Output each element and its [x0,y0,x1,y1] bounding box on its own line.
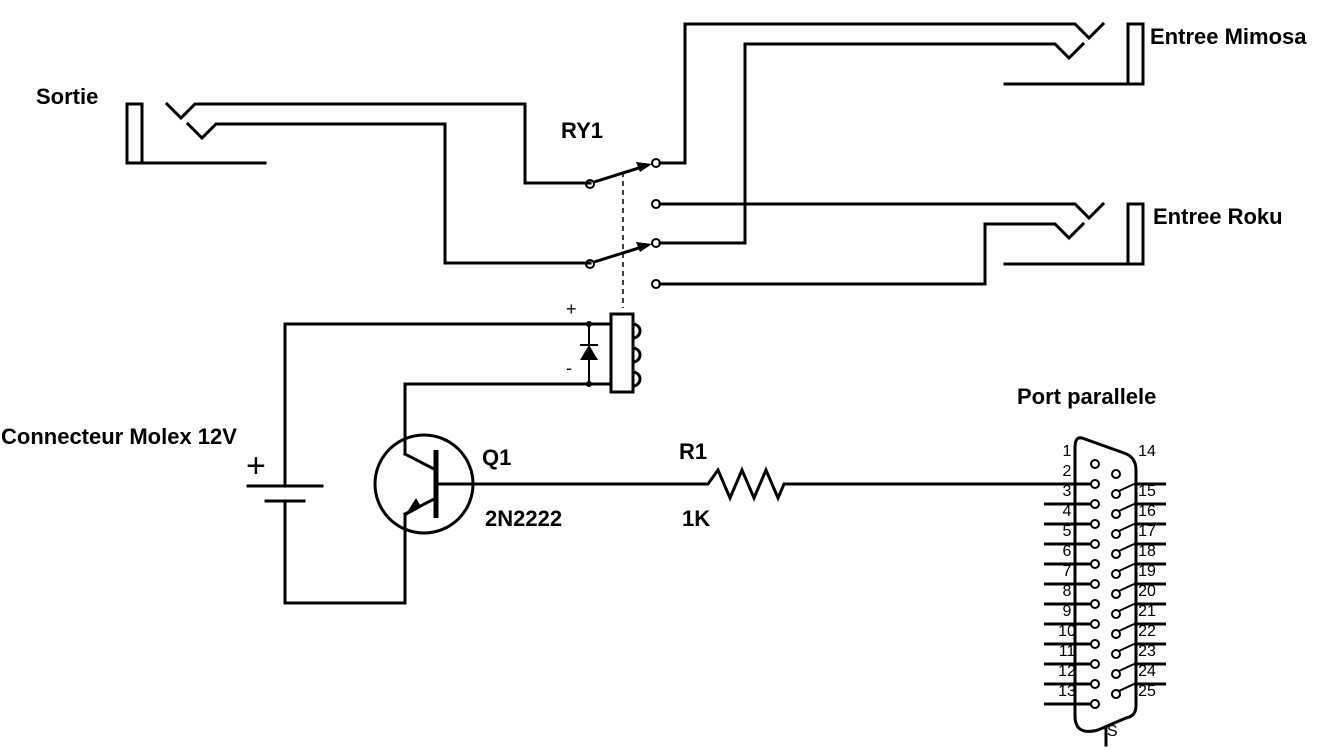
db25-pin-7: 7 [1044,563,1100,589]
db25-bottom-contact [1090,699,1100,709]
pin-number-label: 7 [1063,563,1072,580]
pin-number-label: 25 [1138,683,1156,700]
pin-number-label: 4 [1063,503,1072,520]
flyback-diode [580,321,598,387]
pin-number-label: 12 [1058,663,1076,680]
pin-number-label: 21 [1138,603,1156,620]
db25-pin-22: 22 [1111,622,1166,640]
pin-number-label: 19 [1138,563,1156,580]
pin-number-label: 1 [1063,443,1072,460]
db25-pin-3: 3 [1044,483,1100,509]
resistor-r1 [472,466,1062,502]
pin-number-label: 5 [1063,523,1072,540]
transistor-ref-label: Q1 [482,445,511,470]
db25-pin-17: 17 [1111,522,1166,540]
sortie-label: Sortie [36,84,98,109]
pin-number-label: 11 [1059,643,1076,660]
db25-pin-15: 15 [1111,482,1166,500]
wire-mimosa-ring [658,41,1086,245]
pin-number-label: 22 [1138,623,1156,640]
port-label: Port parallele [1017,384,1156,409]
db25-pin-20: 20 [1111,582,1166,600]
jack-entree-mimosa [1003,22,1145,86]
db25-bottom-right-contact [1111,689,1121,699]
db25-pin-6: 6 [1044,543,1100,569]
db25-pin-16: 16 [1111,502,1166,520]
resistor-value-label: 1K [682,506,710,531]
db25-pin-14: 14 [1111,443,1156,479]
transistor-q1 [373,433,476,535]
battery-plus-label: + [246,447,266,485]
wire-positive [283,322,613,464]
coil-plus-label: + [566,299,577,319]
pin-number-label: 15 [1138,483,1156,500]
db25-pin-10: 10 [1044,623,1100,649]
wire-mimosa-tip [658,21,1106,165]
db25-shell [1073,436,1138,733]
pin-number-label: 17 [1138,523,1156,540]
db25-pin-11: 11 [1044,643,1100,669]
relay-switch-2 [585,238,661,289]
pin-number-label: 8 [1063,583,1072,600]
molex-label: Connecteur Molex 12V [1,424,237,449]
pin-number-label: 9 [1063,603,1072,620]
pin-number-label: 23 [1138,643,1156,660]
pin-number-label: 10 [1058,623,1076,640]
db25-pin-23: 23 [1111,642,1166,660]
db25-pin-24: 24 [1111,662,1166,680]
db25-pin-8: 8 [1044,583,1100,609]
pin-number-label: 14 [1138,443,1156,460]
shield-label: S [1107,723,1118,740]
db25-pin-1: 1 [1063,443,1100,469]
db25-pin-2: 2 [1044,463,1100,489]
db25-pin-21: 21 [1111,602,1166,620]
pin-number-label: 24 [1138,663,1156,680]
pin-number-label: 13 [1058,683,1076,700]
pin-number-label: 18 [1138,543,1156,560]
pin-number-label: 16 [1138,503,1156,520]
pin-number-label: 3 [1063,483,1072,500]
wire-roku-tip [658,201,1106,221]
pin-number-label: 6 [1063,543,1072,560]
wire-collector [403,382,613,456]
db25-pin-18: 18 [1111,542,1166,560]
pin-number-label: 2 [1063,463,1072,480]
entree-roku-label: Entree Roku [1153,204,1283,229]
resistor-ref-label: R1 [679,439,707,464]
entree-mimosa-label: Entree Mimosa [1150,24,1307,49]
db25-pin-9: 9 [1044,603,1100,629]
db25-pin-5: 5 [1044,523,1100,549]
wire-roku-ring [658,221,1086,286]
db25-pin-4: 4 [1044,503,1100,529]
jack-sortie [125,101,592,265]
jack-entree-roku [1003,202,1145,266]
db25-pin-19: 19 [1111,562,1166,580]
db25-pin-12: 12 [1044,663,1100,689]
coil-minus-label: - [566,358,572,378]
battery-molex-12v [246,460,324,546]
db25-right-pins: 14 15 16 17 18 19 20 21 22 23 24 25 [1111,443,1166,700]
db25-bottom-right-wire [1118,683,1135,692]
wire-ground [283,512,407,605]
relay-label: RY1 [561,118,603,143]
pin-number-label: 20 [1138,583,1156,600]
transistor-part-label: 2N2222 [485,506,562,531]
relay-coil [609,312,642,394]
